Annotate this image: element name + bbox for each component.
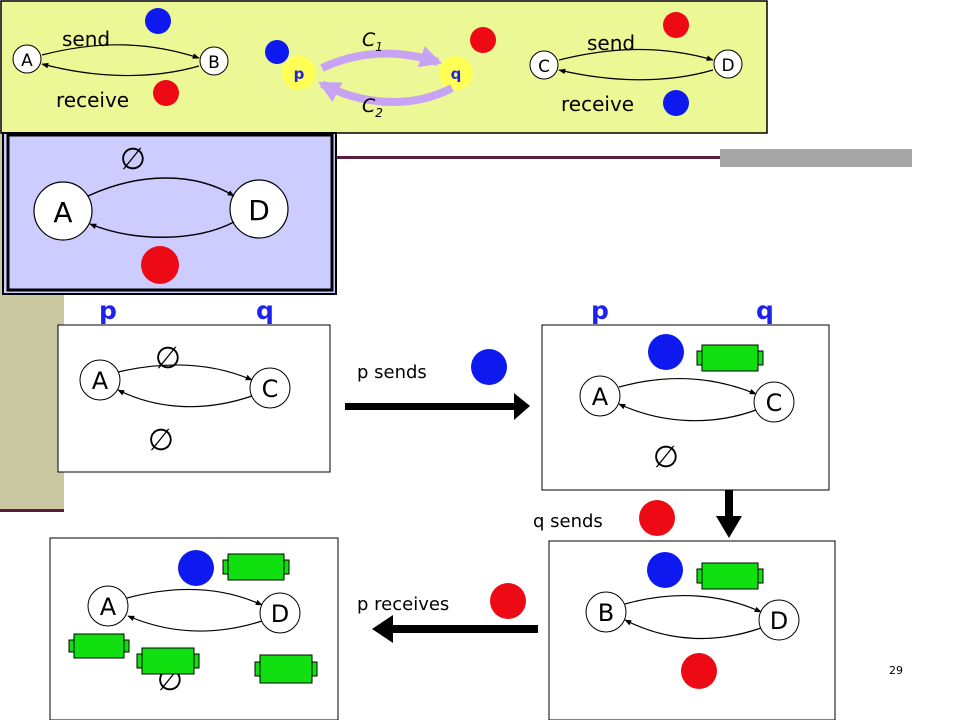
blue-message-icon bbox=[648, 334, 684, 370]
panel3-node-b bbox=[585, 591, 627, 633]
page-number: 29 bbox=[889, 664, 903, 677]
channel-c1-label: C1 bbox=[362, 29, 383, 54]
node-c-legend bbox=[529, 50, 559, 80]
panel4-node-a-label: A bbox=[100, 593, 117, 621]
top-maroon-line bbox=[330, 156, 912, 159]
peer-q-label: q bbox=[451, 65, 462, 83]
inset-receive-arrow bbox=[89, 221, 235, 238]
panel-after-receive: A D ∅ bbox=[49, 537, 339, 720]
channel-c2-arrow bbox=[318, 80, 454, 106]
transition-q-sends-label: q sends bbox=[533, 511, 603, 532]
panel2-send-arrow bbox=[618, 377, 757, 395]
legend-receive-label-ab: receive bbox=[56, 88, 129, 112]
left-maroon-line bbox=[0, 509, 64, 512]
red-message-icon bbox=[153, 80, 179, 106]
red-message-icon bbox=[141, 246, 179, 284]
receive-arrow-ab bbox=[41, 62, 200, 77]
channel-c1-arrow bbox=[320, 46, 443, 72]
inset-node-d bbox=[229, 179, 289, 239]
inset-node-a bbox=[33, 181, 93, 241]
panel4-receive-arrow bbox=[127, 615, 263, 632]
grey-corner-bar bbox=[720, 149, 912, 167]
send-arrow-cd bbox=[558, 48, 714, 61]
panel1-node-a-label: A bbox=[92, 367, 109, 395]
panel-initial: ∅ A C ∅ bbox=[57, 324, 331, 473]
green-packet-icon bbox=[696, 562, 764, 590]
inset-node-d-label: D bbox=[248, 194, 270, 227]
send-arrow-ab bbox=[41, 44, 200, 59]
panel2-bottom-empty-symbol: ∅ bbox=[653, 440, 679, 475]
blue-message-icon bbox=[647, 552, 683, 588]
node-a-legend-label: A bbox=[21, 51, 33, 71]
blue-message-icon bbox=[663, 90, 689, 116]
panel3-node-b-label: B bbox=[598, 599, 614, 627]
peer-header-p-right: p bbox=[591, 296, 609, 325]
panel2-node-c-label: C bbox=[766, 389, 783, 417]
inset-node-a-label: A bbox=[53, 196, 72, 229]
panel2-node-a-label: A bbox=[592, 383, 609, 411]
panel1-send-arrow bbox=[117, 364, 253, 381]
node-b-legend bbox=[199, 46, 229, 76]
panel4-node-d bbox=[259, 592, 301, 634]
red-message-icon bbox=[639, 500, 675, 536]
inset-empty-symbol: ∅ bbox=[120, 142, 146, 177]
peer-q-node bbox=[439, 56, 473, 90]
red-message-icon bbox=[663, 12, 689, 38]
panel1-node-c bbox=[249, 367, 291, 409]
green-packet-icon bbox=[136, 647, 200, 675]
inset-box: ∅ A D bbox=[2, 132, 337, 295]
blue-message-icon bbox=[471, 349, 507, 385]
panel1-node-c-label: C bbox=[262, 375, 279, 403]
panel-after-send: A C ∅ bbox=[541, 324, 830, 491]
peer-header-q-left: q bbox=[256, 296, 274, 325]
green-packet-icon bbox=[68, 633, 130, 659]
panel-after-q-send: B D bbox=[548, 540, 836, 720]
legend-receive-label-cd: receive bbox=[561, 92, 634, 116]
panel1-bottom-empty-symbol: ∅ bbox=[148, 423, 174, 458]
panel3-node-d bbox=[758, 599, 800, 641]
peer-header-p-left: p bbox=[99, 296, 117, 325]
green-packet-icon bbox=[696, 344, 764, 372]
transition-p-sends-label: p sends bbox=[357, 362, 427, 383]
channel-c2-label: C2 bbox=[362, 95, 383, 120]
panel1-receive-arrow bbox=[117, 389, 253, 408]
transition-arrow-left bbox=[372, 615, 538, 643]
legend-box: send A B receive p q C1 C2 send C D rece… bbox=[0, 0, 768, 134]
panel1-node-a bbox=[79, 359, 121, 401]
node-d-legend bbox=[713, 49, 743, 79]
peer-p-node bbox=[282, 56, 316, 90]
panel2-node-c bbox=[753, 381, 795, 423]
peer-header-q-right: q bbox=[756, 296, 774, 325]
panel4-node-d-label: D bbox=[271, 600, 289, 628]
panel2-node-a bbox=[579, 375, 621, 417]
panel2-receive-arrow bbox=[618, 403, 757, 422]
green-packet-icon bbox=[254, 654, 318, 684]
receive-arrow-cd bbox=[558, 68, 714, 81]
panel3-node-d-label: D bbox=[770, 607, 788, 635]
green-packet-icon bbox=[222, 553, 290, 581]
red-message-icon bbox=[681, 653, 717, 689]
blue-message-icon bbox=[178, 550, 214, 586]
panel4-node-a bbox=[87, 585, 129, 627]
peer-p-label: p bbox=[294, 65, 305, 83]
transition-arrow-down bbox=[716, 490, 742, 538]
panel4-send-arrow bbox=[126, 588, 263, 606]
node-c-legend-label: C bbox=[538, 57, 550, 77]
transition-p-receives-label: p receives bbox=[357, 594, 449, 615]
panel1-top-empty-symbol: ∅ bbox=[155, 341, 181, 376]
red-message-icon bbox=[470, 27, 496, 53]
panel3-receive-arrow bbox=[624, 619, 762, 640]
panel3-send-arrow bbox=[624, 594, 762, 613]
node-d-legend-label: D bbox=[721, 56, 734, 76]
node-a-legend bbox=[12, 44, 42, 74]
blue-message-icon bbox=[265, 40, 289, 64]
transition-arrow-right bbox=[345, 393, 530, 420]
blue-message-icon bbox=[145, 8, 171, 34]
red-message-icon bbox=[490, 583, 526, 619]
inset-send-arrow bbox=[87, 177, 235, 197]
node-b-legend-label: B bbox=[208, 53, 220, 73]
